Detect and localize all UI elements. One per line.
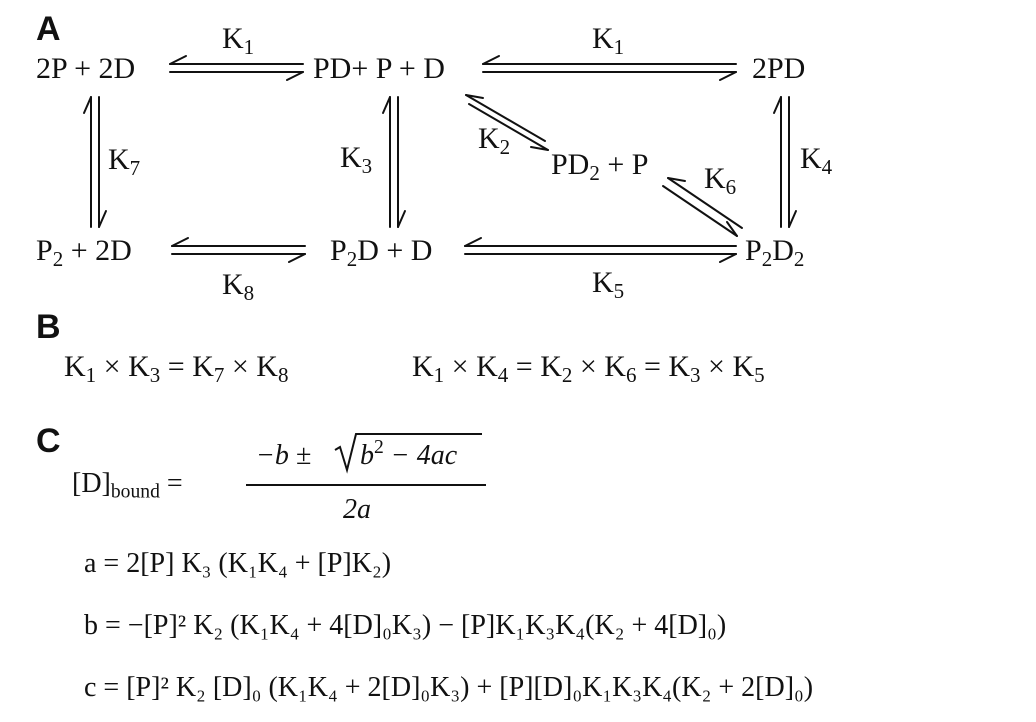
label-k7: K7 [108,143,141,180]
species-pd-p-d: PD+ P + D [313,52,445,85]
square-root-sign [334,433,482,474]
formula-denominator: 2a [343,494,371,525]
arrow-k5 [464,237,737,263]
definition-b: b = −[P]² K₂ (K₁K₄ + 4[D]₀K₃) − [P]K₁K₃K… [84,610,727,641]
definition-a: a = 2[P] K₃ (K₁K₄ + [P]K₂) [84,548,392,579]
quadratic-formula-strokes [246,433,486,486]
panel-label-a: A [36,10,61,48]
arrow-k7 [83,96,107,228]
species-2pd: 2PD [752,52,806,85]
equation-b2: K1 × K4 = K2 × K6 = K3 × K5 [412,350,765,387]
formula-radicand: b2 − 4ac [360,437,458,471]
species-p2d2: P2D2 [745,234,805,271]
arrow-k8 [171,237,306,263]
arrow-k2 [465,94,549,151]
arrow-k1-right [482,55,737,81]
label-k1-left: K1 [222,22,255,59]
arrow-k1-left [169,55,304,81]
formula-numerator: −b ± [256,440,312,471]
species-p2-2d: P2 + 2D [36,234,132,271]
label-k3: K3 [340,141,373,178]
label-k4: K4 [800,142,833,179]
arrow-k6 [662,177,743,237]
arrow-k4 [773,96,797,228]
species-pd2-p: PD2 + P [551,148,649,185]
label-k1-right: K1 [592,22,625,59]
d-bound-lhs: [D]bound = [72,468,183,503]
label-k6: K6 [704,162,737,199]
panel-label-b: B [36,308,61,346]
arrow-k3 [382,96,406,228]
label-k2: K2 [478,122,511,159]
definition-c: c = [P]² K₂ [D]₀ (K₁K₄ + 2[D]₀K₃) + [P][… [84,672,814,703]
label-k8: K8 [222,268,255,305]
equation-b1: K1 × K3 = K7 × K8 [64,350,289,387]
species-p2d-d: P2D + D [330,234,433,271]
panel-label-c: C [36,422,61,460]
label-k5: K5 [592,266,625,303]
species-2p-2d: 2P + 2D [36,52,136,85]
